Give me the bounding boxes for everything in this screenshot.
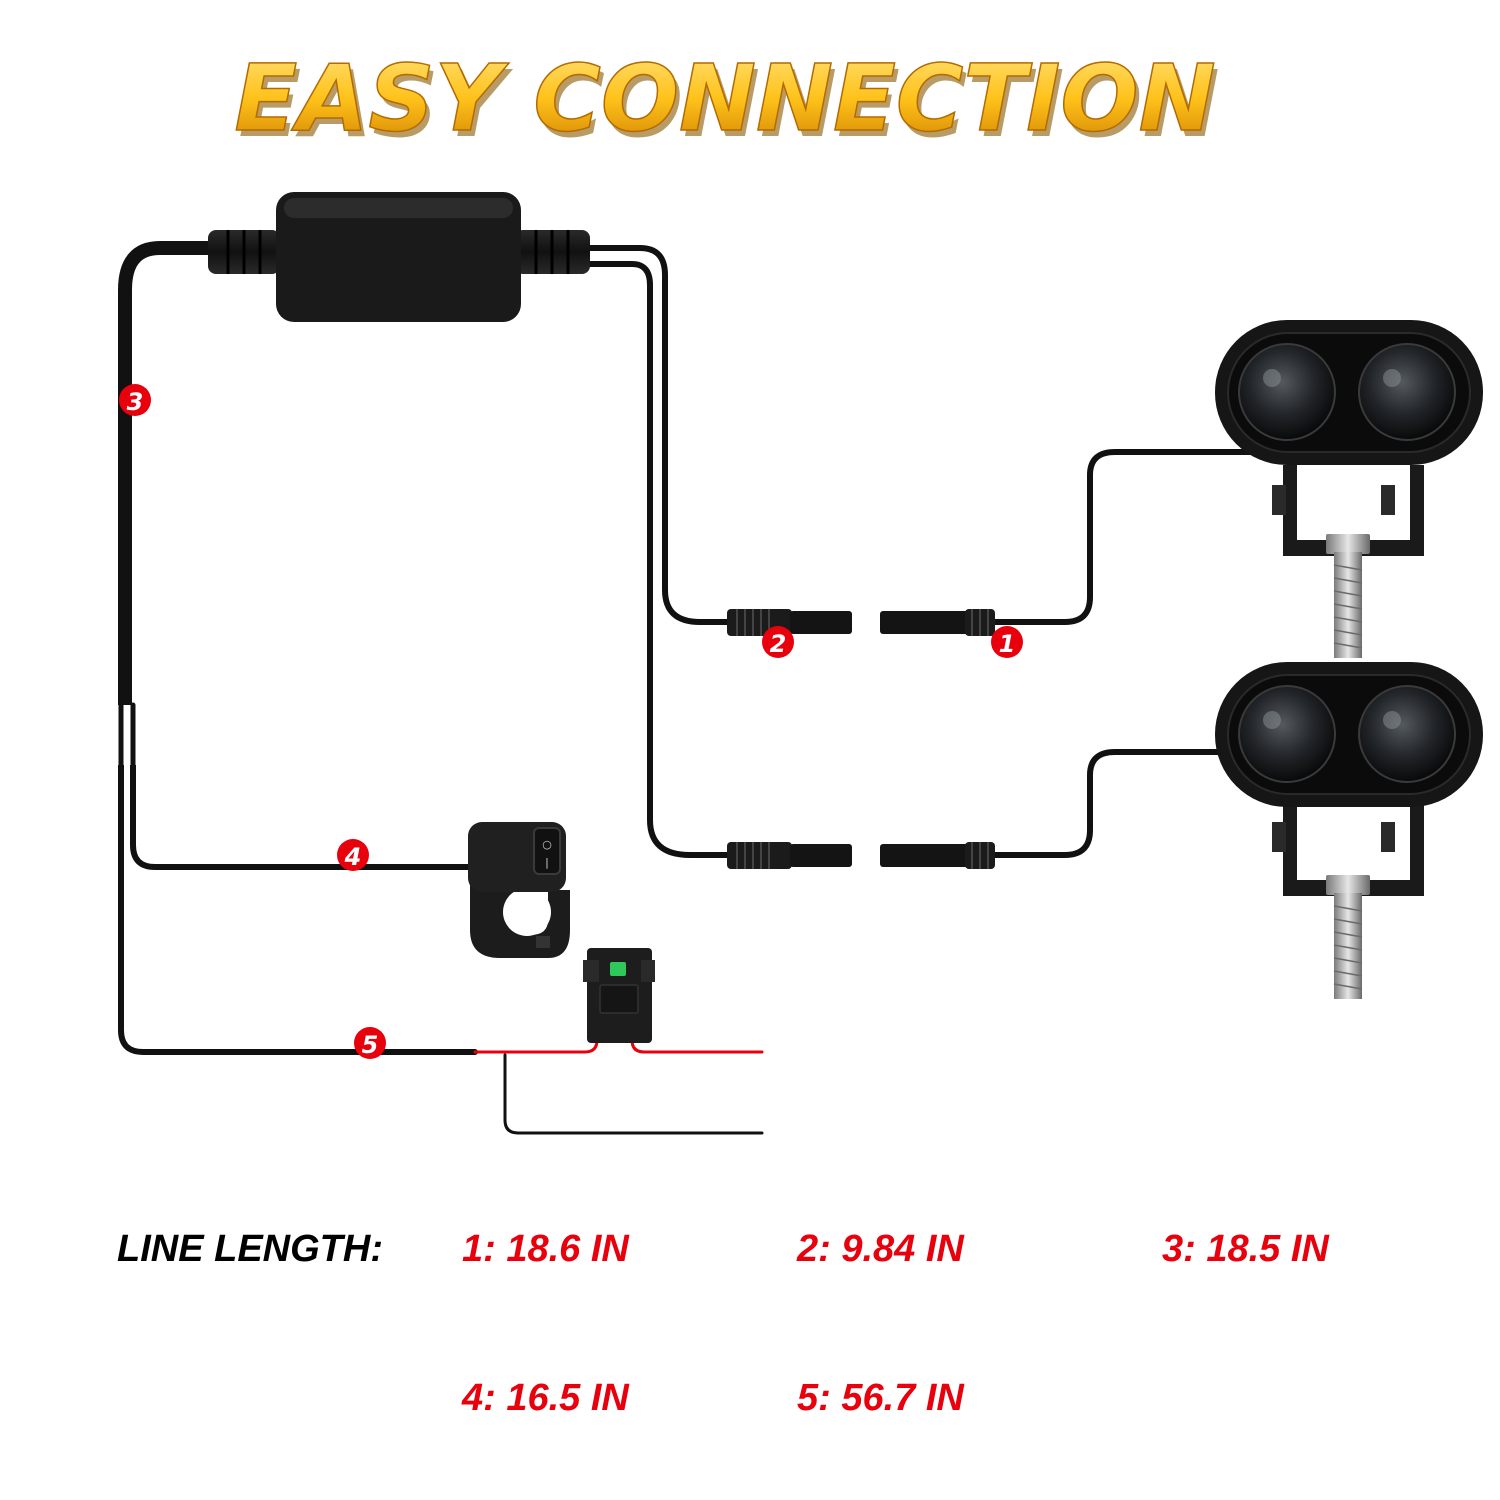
lamp-top-bolt-nut-left	[1272, 485, 1286, 515]
page-title: EASY CONNECTION	[234, 45, 1215, 152]
switch-clip	[536, 936, 550, 948]
line-length-item-3: 3: 18.5 IN	[1162, 1228, 1329, 1270]
badge-2: 2	[762, 626, 794, 658]
switch-mark-off: ○	[542, 838, 552, 851]
controller-ribs-left	[226, 230, 262, 274]
lamp-bottom-bolt-nut-left	[1272, 822, 1286, 852]
lamp-bottom-lens-left	[1238, 685, 1336, 783]
svg-text:1: 1	[999, 630, 1016, 658]
fuse-cap-right	[641, 960, 655, 982]
controller-top-highlight	[284, 198, 513, 218]
lamp-top-mount-nut	[1326, 534, 1370, 554]
connector-boot-left	[727, 842, 792, 869]
line-length-item-1: 1: 18.6 IN	[462, 1228, 629, 1270]
wire-trunk-outer	[118, 705, 478, 1055]
wire-line-2-lower	[587, 261, 733, 858]
fuse-holder	[583, 948, 655, 1043]
line-length-item-5: 5: 56.7 IN	[797, 1377, 964, 1419]
wire-ground	[503, 1053, 764, 1135]
line-length-item-4: 4: 16.5 IN	[462, 1377, 629, 1419]
wire-line-1-upper	[987, 449, 1258, 625]
lamp-top-bolt-nut-right	[1381, 485, 1395, 515]
led-lamp-top	[1215, 320, 1483, 658]
lamp-top-lens-left	[1238, 343, 1336, 441]
fuse-latch	[599, 984, 639, 1014]
connector-2-head	[790, 611, 852, 634]
controller-module	[208, 192, 590, 322]
connector-1-head	[880, 611, 970, 634]
badge-5: 5	[354, 1027, 386, 1059]
connector-pair-bottom	[727, 842, 995, 869]
page-title-shadow: EASY CONNECTION	[238, 51, 1219, 158]
badge-1: 1	[991, 626, 1023, 658]
wire-line-1-lower	[987, 749, 1288, 858]
fuse-cap	[583, 960, 599, 982]
led-lamp-bottom	[1215, 662, 1483, 999]
badge-3: 3	[119, 384, 151, 416]
svg-text:3: 3	[127, 388, 144, 416]
lamp-bottom-bracket-left	[1283, 805, 1297, 895]
line-length-item-2: 2: 9.84 IN	[797, 1228, 964, 1270]
wire-trunk-inner	[130, 705, 473, 870]
lamp-top-lens-right	[1358, 343, 1456, 441]
controller-body	[276, 192, 521, 322]
lamp-top-bracket-left	[1283, 465, 1297, 555]
fuse-led-indicator	[610, 962, 626, 976]
switch-mark-on: |	[545, 856, 549, 869]
connector-head-right	[880, 844, 970, 867]
lamp-bottom-bracket-right	[1410, 805, 1424, 895]
title-group: EASY CONNECTION EASY CONNECTION	[234, 44, 1220, 158]
wire-red-a	[473, 1023, 599, 1054]
svg-text:4: 4	[344, 843, 362, 871]
lamp-bottom-mount-nut	[1326, 875, 1370, 895]
connector-head-left	[790, 844, 852, 867]
wire-line-2-upper	[587, 245, 733, 625]
wire-line-3	[118, 241, 217, 712]
switch-clamp-hole	[503, 888, 551, 936]
svg-text:2: 2	[770, 630, 787, 658]
line-length-label: LINE LENGTH:	[117, 1228, 383, 1270]
svg-text:5: 5	[362, 1031, 379, 1059]
badge-4: 4	[337, 839, 369, 871]
handlebar-switch: ○ |	[468, 822, 570, 958]
switch-rocker	[533, 827, 561, 875]
controller-ribs-right	[534, 230, 570, 274]
wires	[117, 241, 1288, 1135]
lamp-bottom-bolt-nut-right	[1381, 822, 1395, 852]
lamp-bottom-lens-right	[1358, 685, 1456, 783]
lamp-top-bracket-right	[1410, 465, 1424, 555]
